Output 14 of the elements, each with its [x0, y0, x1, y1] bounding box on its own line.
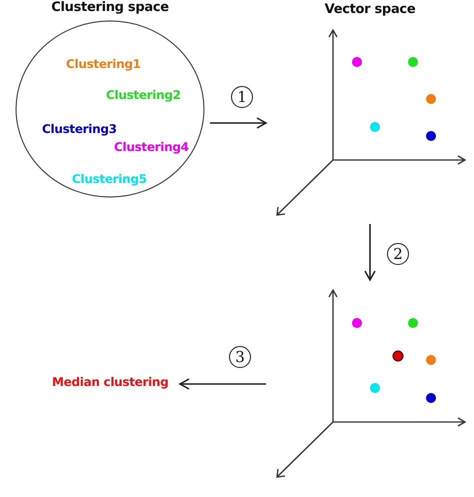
step-number: 1 — [231, 86, 253, 108]
cluster-label: Clustering1 — [66, 57, 141, 71]
arrow — [210, 117, 267, 129]
arrow — [179, 378, 266, 390]
step-number: 3 — [229, 346, 251, 368]
step-number: 2 — [387, 243, 409, 265]
arrow — [364, 224, 376, 281]
cluster-label: Clustering4 — [114, 140, 189, 154]
cluster-label: Clustering2 — [106, 88, 181, 102]
cluster-label: Clustering3 — [42, 122, 117, 136]
space-title: Vector space — [324, 2, 416, 17]
cluster-label: Median clustering — [52, 375, 168, 389]
space-title: Clustering space — [50, 0, 170, 15]
cluster-label: Clustering5 — [72, 172, 147, 186]
